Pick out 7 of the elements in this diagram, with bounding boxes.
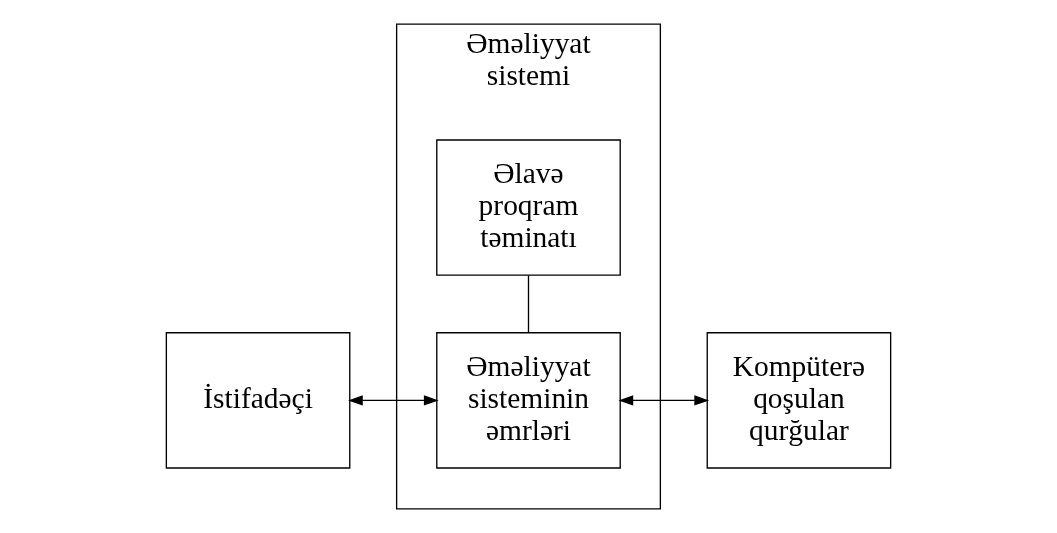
arrow [348,395,439,406]
node-box: Əlavə proqram təminatı [436,139,621,276]
node-box: Əməliyyat sisteminin əmrləri [436,332,621,469]
connector [527,274,530,334]
arrow [618,395,710,406]
node-box: İstifadəçi [165,332,351,469]
node-box: Kompüterə qoşulan qurğular [706,332,892,469]
